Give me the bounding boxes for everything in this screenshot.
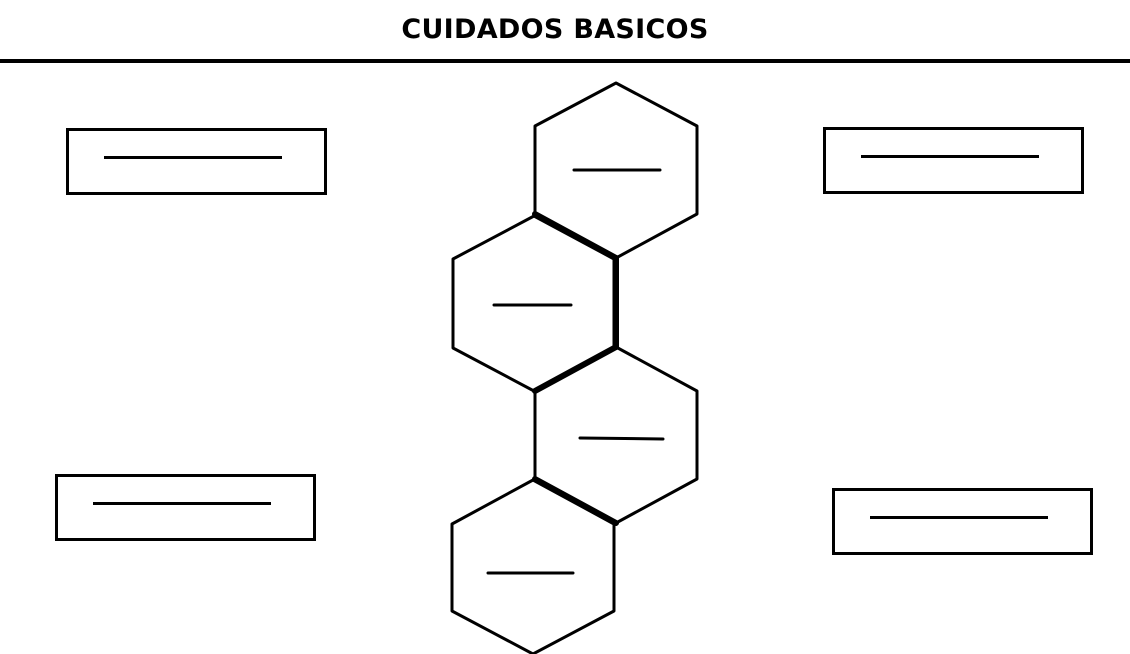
answer-box-bottom-left	[55, 474, 316, 541]
shared-edge	[532, 211, 619, 261]
answer-box-bottom-right	[832, 488, 1093, 555]
blank-line	[93, 502, 271, 505]
blank-line	[870, 516, 1048, 519]
blank-line	[861, 155, 1039, 158]
hexagon-3-blank-line	[578, 436, 665, 441]
answer-box-top-left	[66, 128, 327, 195]
shared-edge	[532, 476, 619, 526]
blank-line	[104, 156, 282, 159]
title-divider	[0, 59, 1130, 63]
answer-box-top-right	[823, 127, 1084, 194]
shared-edge	[532, 344, 619, 394]
page-title: CUIDADOS BASICOS	[401, 14, 709, 45]
